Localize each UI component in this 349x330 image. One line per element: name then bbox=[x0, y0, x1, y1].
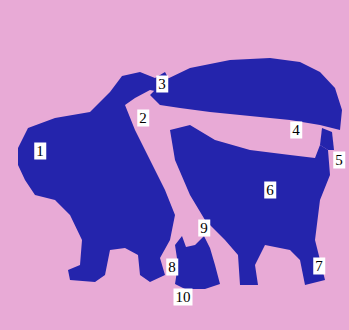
callout-number: 4 bbox=[290, 122, 302, 139]
long-animal-silhouette bbox=[150, 58, 342, 130]
callout-number: 3 bbox=[156, 76, 168, 93]
small-animal-silhouette bbox=[175, 236, 220, 289]
tail-silhouette bbox=[320, 128, 334, 150]
callout-number: 1 bbox=[34, 143, 46, 160]
callout-number: 9 bbox=[198, 220, 210, 237]
bear-silhouette bbox=[18, 72, 175, 282]
callout-number: 8 bbox=[166, 259, 178, 276]
callout-number: 6 bbox=[264, 182, 276, 199]
callout-number: 7 bbox=[313, 258, 325, 275]
callout-number: 2 bbox=[137, 110, 149, 127]
callout-number: 5 bbox=[333, 152, 345, 169]
callout-number: 10 bbox=[174, 289, 193, 306]
